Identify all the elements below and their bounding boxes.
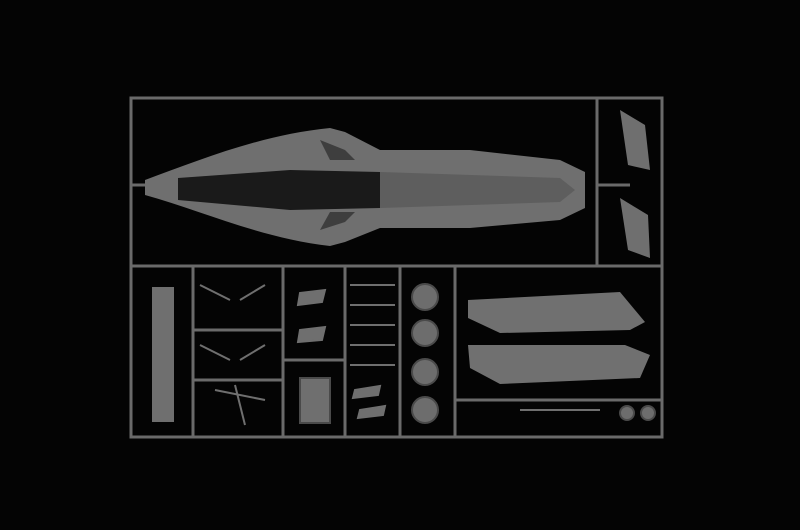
fin-part-lower (620, 198, 650, 258)
cockpit-opening (178, 170, 380, 210)
fuselage-part (145, 128, 585, 246)
wheel-parts (411, 283, 656, 424)
engine-part-lower (468, 345, 650, 384)
intake-lower (320, 212, 355, 230)
fin-part-upper (620, 110, 650, 170)
engine-part-upper (468, 292, 645, 333)
sprue-frame (129, 96, 664, 439)
small-parts (152, 284, 600, 426)
intake-upper (320, 140, 355, 160)
